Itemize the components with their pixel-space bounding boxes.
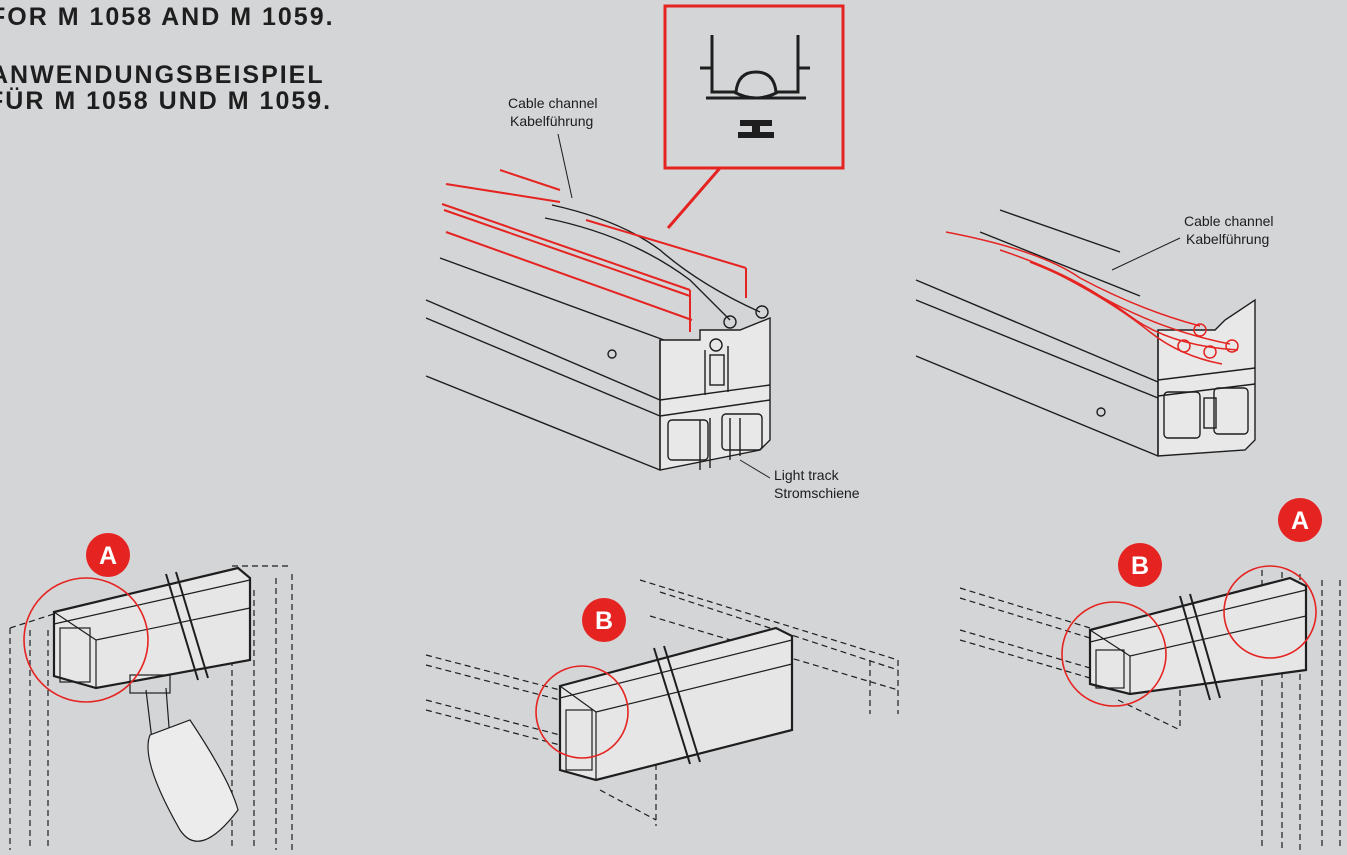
svg-text:A: A	[99, 542, 117, 570]
svg-text:Cable channel: Cable channel	[1184, 213, 1274, 229]
highlight-circle-a-left	[23, 577, 149, 703]
label-cable-channel-left: Cable channel Kabelführung	[508, 95, 598, 199]
assembly-middle	[425, 579, 899, 826]
svg-text:Light track: Light track	[774, 467, 840, 483]
right-profile-drawing	[915, 209, 1256, 457]
assembly-left	[9, 565, 293, 850]
highlight-circle-b-middle	[535, 665, 629, 759]
marker-b-middle: B	[582, 598, 626, 642]
heading-line-3: FÜR M 1058 UND M 1059.	[0, 87, 333, 115]
svg-text:Cable channel: Cable channel	[508, 95, 598, 111]
heading-line-2: ANWENDUNGSBEISPIEL	[0, 61, 325, 89]
highlight-circle-b-right	[1061, 601, 1167, 707]
assembly-right	[959, 570, 1341, 850]
label-light-track: Light track Stromschiene	[739, 459, 860, 501]
label-cable-channel-right: Cable channel Kabelführung	[1111, 213, 1274, 271]
svg-text:A: A	[1291, 507, 1309, 535]
svg-text:Kabelführung: Kabelführung	[510, 113, 593, 129]
cable-channel-highlight	[441, 169, 747, 332]
svg-text:B: B	[1131, 552, 1149, 580]
marker-a-right: A	[1278, 498, 1322, 542]
marker-a-left: A	[86, 533, 130, 577]
heading-line-1: FOR M 1058 AND M 1059.	[0, 3, 335, 31]
profile-detail-box	[663, 4, 845, 170]
highlight-circle-a-right	[1223, 565, 1317, 659]
svg-text:Stromschiene: Stromschiene	[774, 485, 860, 501]
svg-text:Kabelführung: Kabelführung	[1186, 231, 1269, 247]
detail-leader-line	[666, 167, 722, 229]
marker-b-right: B	[1118, 543, 1162, 587]
center-profile-drawing	[425, 204, 771, 471]
right-cable-bundle	[945, 231, 1239, 365]
svg-text:B: B	[595, 607, 613, 635]
